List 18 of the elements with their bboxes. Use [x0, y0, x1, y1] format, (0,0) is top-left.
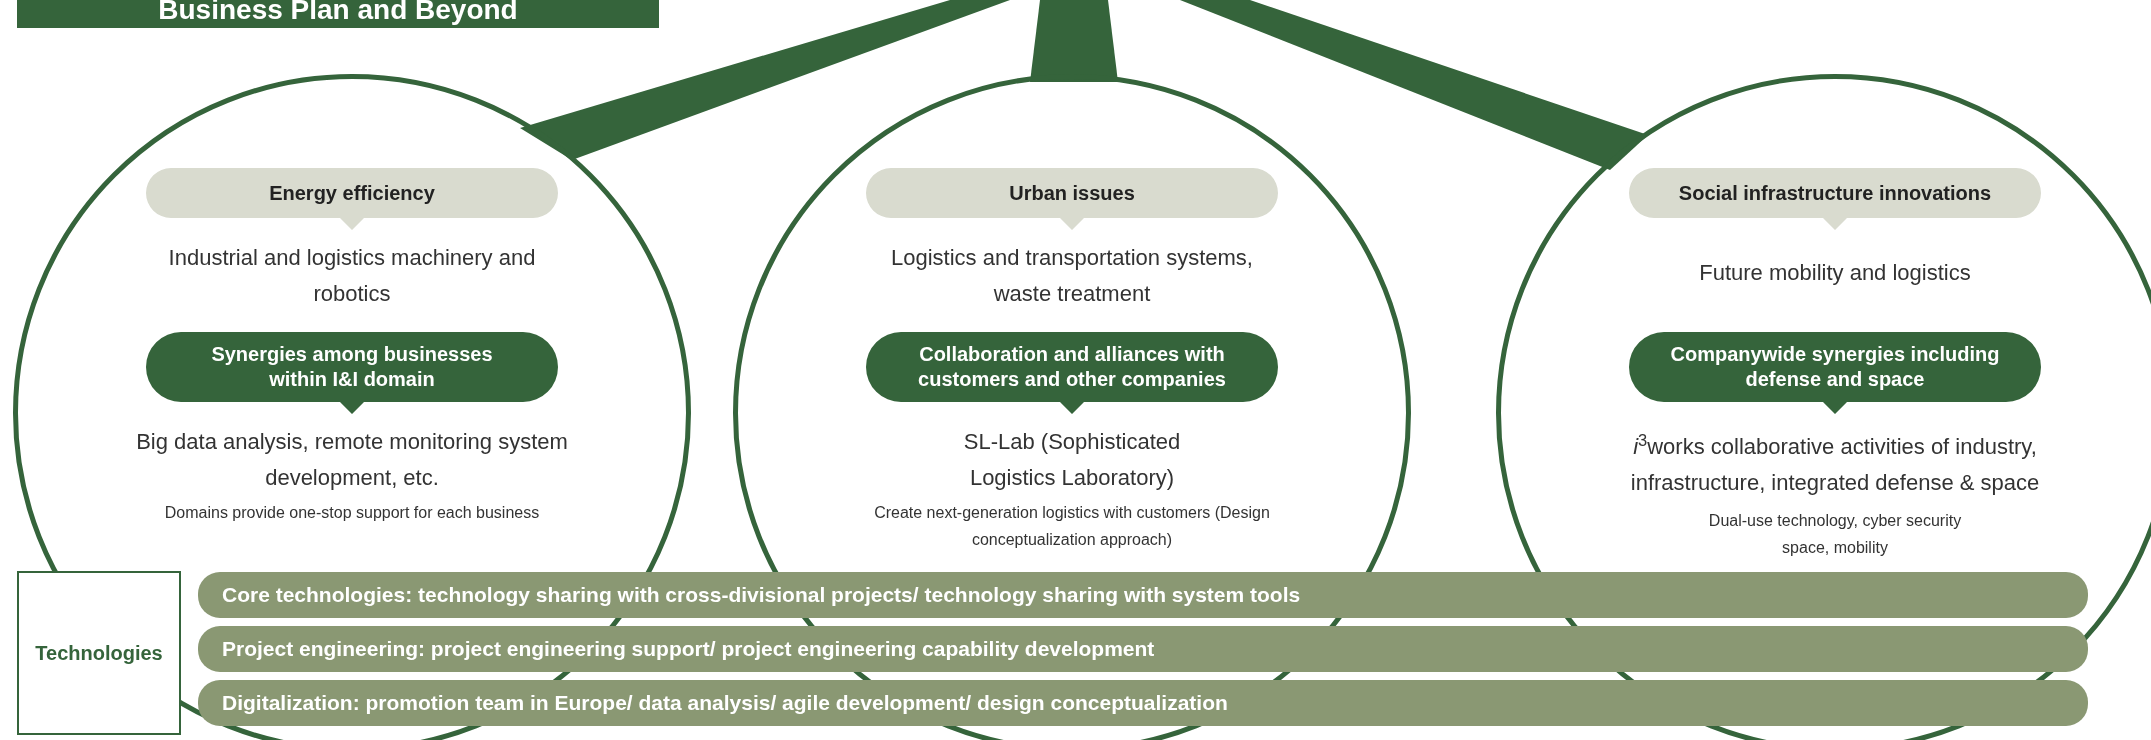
bubble-label: Synergies among businesses within I&I domain: [210, 342, 494, 392]
bubble-label: Collaboration and alliances with customers and other companies: [917, 342, 1227, 392]
technology-bar: Project engineering: project engineering support/ project engineering capability development: [198, 626, 2088, 672]
topic-label: Social infrastructure innovations: [1678, 180, 1992, 206]
technology-bar: Core technologies: technology sharing with cross-divisional projects/ technology sharing with system tools: [198, 572, 2088, 618]
description-text: Logistics and transportation systems, waste treatment: [890, 244, 1254, 308]
note-text: Dual-use technology, cyber security space, mobility: [1707, 511, 1963, 558]
description-text: Industrial and logistics machinery and robotics: [167, 244, 537, 308]
topic-label: Urban issues: [1009, 180, 1135, 206]
note-text: Domains provide one-stop support for each business: [163, 503, 541, 523]
note-text: Create next-generation logistics with customers (Design conceptualization approach): [873, 503, 1271, 550]
bubble-label: Companywide synergies including defense and space: [1669, 342, 2001, 392]
description-text: i$^{3}$works collaborative activities of industry, infrastructure, integrated defense & space: [1629, 429, 2041, 497]
topic-label: Energy efficiency: [269, 180, 435, 206]
technology-bar: Digitalization: promotion team in Europe/ data analysis/ agile development/ design conceptualization: [198, 680, 2088, 726]
description-text: Future mobility and logistics: [1698, 259, 1972, 287]
description-text: SL-Lab (Sophisticated Logistics Laboratory): [962, 428, 1182, 492]
description-text: Big data analysis, remote monitoring system development, etc.: [135, 428, 569, 492]
